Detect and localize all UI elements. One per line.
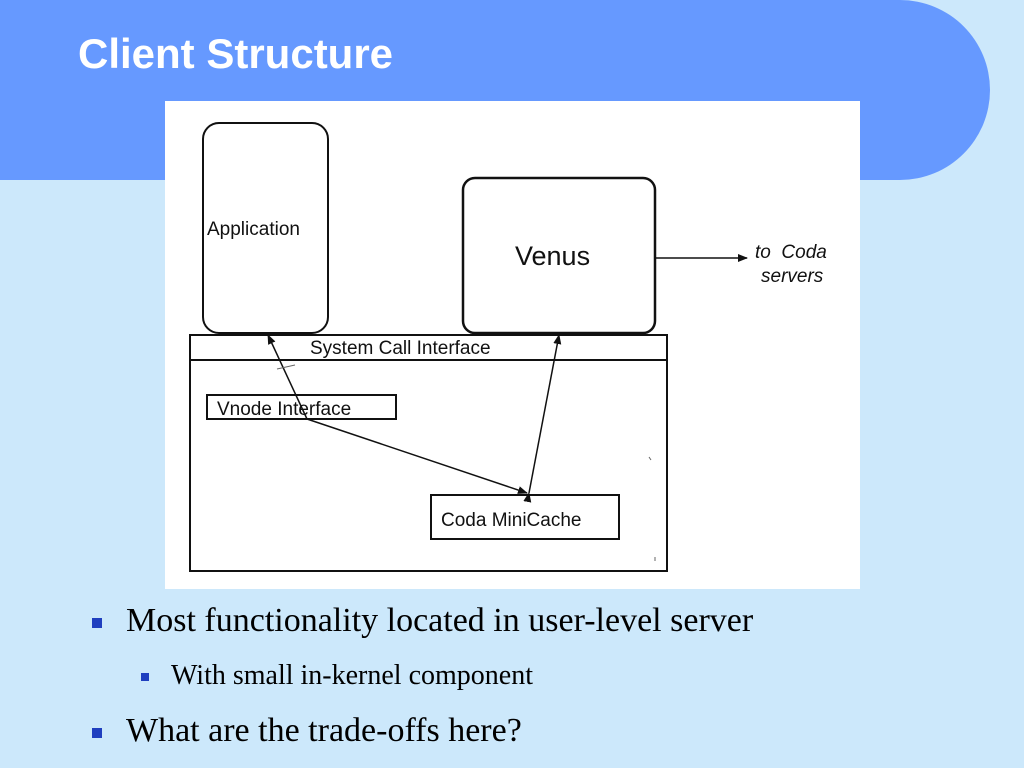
- vnode-to-minicache-arrow: [306, 418, 528, 494]
- vnode-to-application-arrow: [267, 334, 308, 420]
- vnode-interface-label: Vnode Interface: [217, 399, 351, 420]
- coda-minicache-label: Coda MiniCache: [441, 510, 581, 531]
- application-box: [202, 122, 329, 334]
- system-call-interface-label: System Call Interface: [310, 338, 491, 359]
- bullet-square-icon: [92, 728, 102, 738]
- servers-label-line2: servers: [761, 266, 824, 287]
- venus-label: Venus: [515, 241, 590, 271]
- venus-box: [461, 176, 657, 335]
- bullet-text: Most functionality located in user-level…: [126, 602, 754, 639]
- slide-title: Client Structure: [78, 30, 394, 77]
- bullet-text: With small in-kernel component: [171, 660, 534, 691]
- bullet-text: What are the trade-offs here?: [126, 712, 522, 749]
- sub-bullet-item: With small in-kernel component: [141, 660, 534, 692]
- scan-tick-left: [276, 364, 296, 370]
- client-structure-diagram: System Call Interface Application Venus …: [165, 101, 860, 589]
- minicache-venus-arrow: [523, 334, 562, 503]
- servers-label-line1: to Coda: [755, 242, 827, 263]
- application-label: Application: [207, 219, 300, 240]
- bullet-square-icon: [92, 618, 102, 628]
- bullet-item: What are the trade-offs here?: [92, 712, 522, 750]
- bullet-item: Most functionality located in user-level…: [92, 602, 754, 640]
- bullet-square-icon: [141, 673, 149, 681]
- scan-tick-right: [648, 456, 652, 461]
